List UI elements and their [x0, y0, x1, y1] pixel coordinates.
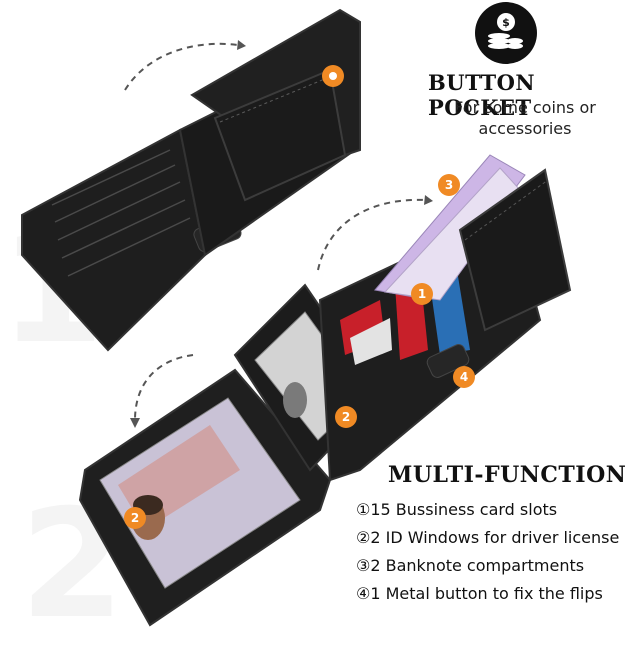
- badge-2-license: 2: [124, 507, 146, 529]
- product-image: 1 2: [0, 2, 627, 640]
- badge-1: 1: [411, 283, 433, 305]
- feature-metal-button: ④1 Metal button to fix the flips: [356, 584, 603, 603]
- badge-2-flip: 2: [335, 406, 357, 428]
- feature-id-windows: ②2 ID Windows for driver license: [356, 528, 620, 547]
- svg-text:3: 3: [445, 178, 453, 192]
- multi-function-title: MULTI-FUNCTION: [388, 462, 627, 488]
- dashed-arrow-bottom: [134, 354, 194, 421]
- badge-3: 3: [438, 174, 460, 196]
- svg-text:4: 4: [460, 370, 468, 384]
- svg-text:2: 2: [131, 511, 139, 525]
- feature-banknote-compartments: ③2 Banknote compartments: [356, 556, 585, 575]
- button-pocket-title: BUTTON POCKET: [428, 70, 536, 120]
- coin-stack-icon: $: [475, 2, 537, 64]
- svg-text:1: 1: [418, 287, 426, 301]
- svg-text:2: 2: [342, 410, 350, 424]
- badge-4: 4: [453, 366, 475, 388]
- wallet-illustration: 1 2 2 3 4: [21, 8, 572, 627]
- dashed-arrow-top: [124, 42, 239, 91]
- feature-card-slots: ①15 Bussiness card slots: [356, 500, 558, 519]
- svg-text:$: $: [502, 16, 510, 29]
- button-pocket-subtitle-line1: For some coins or: [454, 98, 596, 117]
- wallet-top: [21, 8, 361, 352]
- dashed-arrow-middle: [317, 198, 426, 271]
- button-pocket-subtitle-line2: accessories: [478, 119, 572, 138]
